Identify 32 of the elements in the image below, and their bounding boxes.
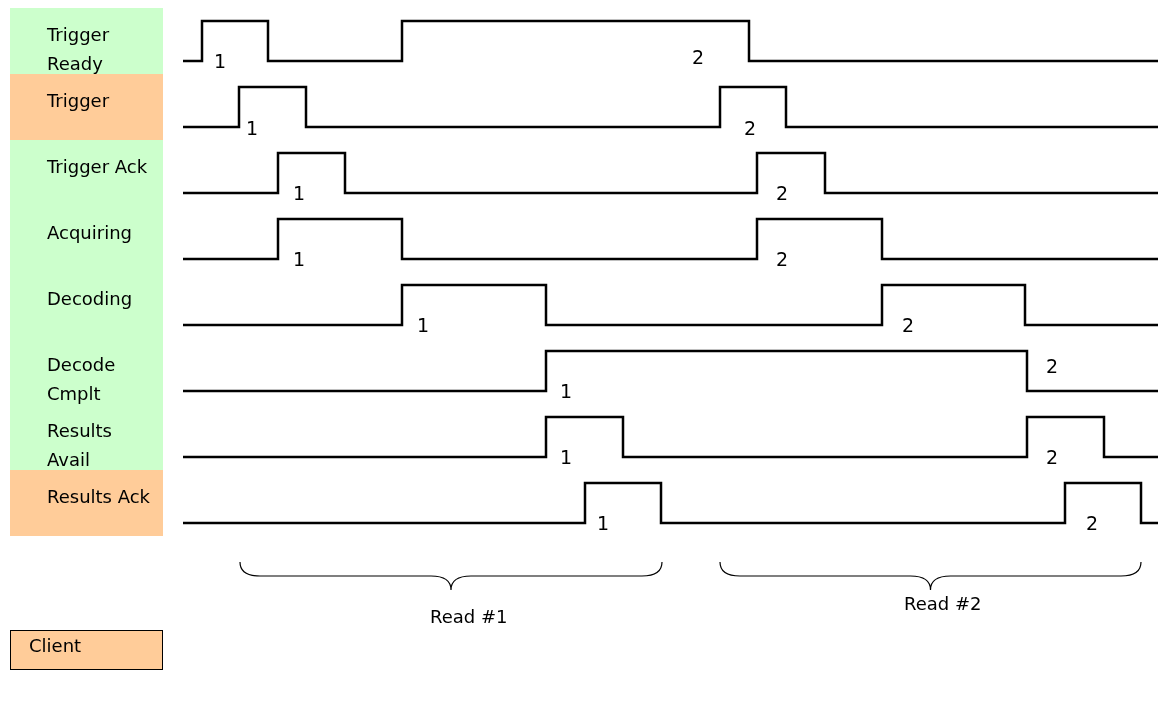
pulse-number: 2 <box>776 248 789 270</box>
signal-name: Acquiring <box>47 221 133 245</box>
pulse-number: 1 <box>560 446 573 468</box>
pulse-number: 2 <box>776 182 789 204</box>
legend-label: Client <box>29 635 82 656</box>
signal-name: Trigger <box>47 89 111 113</box>
signal-name: Results Ack <box>47 485 152 509</box>
pulse-number: 2 <box>1046 355 1059 377</box>
signal-band <box>10 74 163 140</box>
signal-band <box>10 404 163 470</box>
read-label: Read #1 <box>430 606 508 628</box>
pulse-number: 1 <box>417 314 430 336</box>
pulse-number: 2 <box>692 46 705 68</box>
signal-name: Decoding <box>47 287 134 311</box>
read-label: Read #2 <box>904 593 982 615</box>
signal-name: Trigger Ready <box>47 23 111 76</box>
pulse-number: 2 <box>1046 446 1059 468</box>
pulse-number: 1 <box>293 248 306 270</box>
pulse-number: 1 <box>214 50 227 72</box>
pulse-number: 1 <box>597 512 610 534</box>
pulse-number: 2 <box>902 314 915 336</box>
signal-band <box>10 140 163 206</box>
pulse-number: 2 <box>744 117 757 139</box>
signal-name: Decode Cmplt <box>47 353 117 406</box>
pulse-number: 1 <box>246 117 259 139</box>
signal-name: Trigger Ack <box>47 155 149 179</box>
pulse-number: 1 <box>560 380 573 402</box>
signal-band <box>10 8 163 74</box>
signal-band <box>10 470 163 536</box>
signal-name: Results Avail <box>47 419 113 472</box>
pulse-number: 1 <box>293 182 306 204</box>
pulse-number: 2 <box>1086 512 1099 534</box>
